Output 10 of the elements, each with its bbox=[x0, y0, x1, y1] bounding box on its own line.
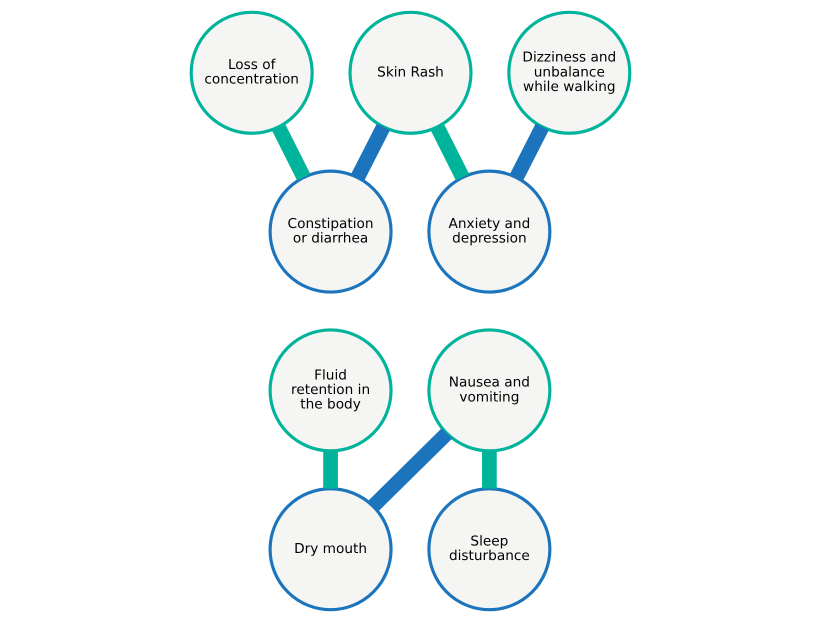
node-circle: Skin Rash bbox=[348, 10, 473, 135]
node-circle: Dry mouth bbox=[268, 487, 393, 612]
node-circle: Nausea and vomiting bbox=[427, 328, 552, 452]
node-circle: Constipation or diarrhea bbox=[268, 170, 393, 294]
node-circle: Sleep disturbance bbox=[427, 487, 552, 612]
node-circle: Dizziness and unbalance while walking bbox=[507, 10, 632, 135]
node-circle: Loss of concentration bbox=[190, 10, 314, 135]
node-circle: Fluid retention in the body bbox=[268, 328, 393, 452]
connector bbox=[368, 428, 452, 512]
node-circle: Anxiety and depression bbox=[427, 170, 552, 294]
